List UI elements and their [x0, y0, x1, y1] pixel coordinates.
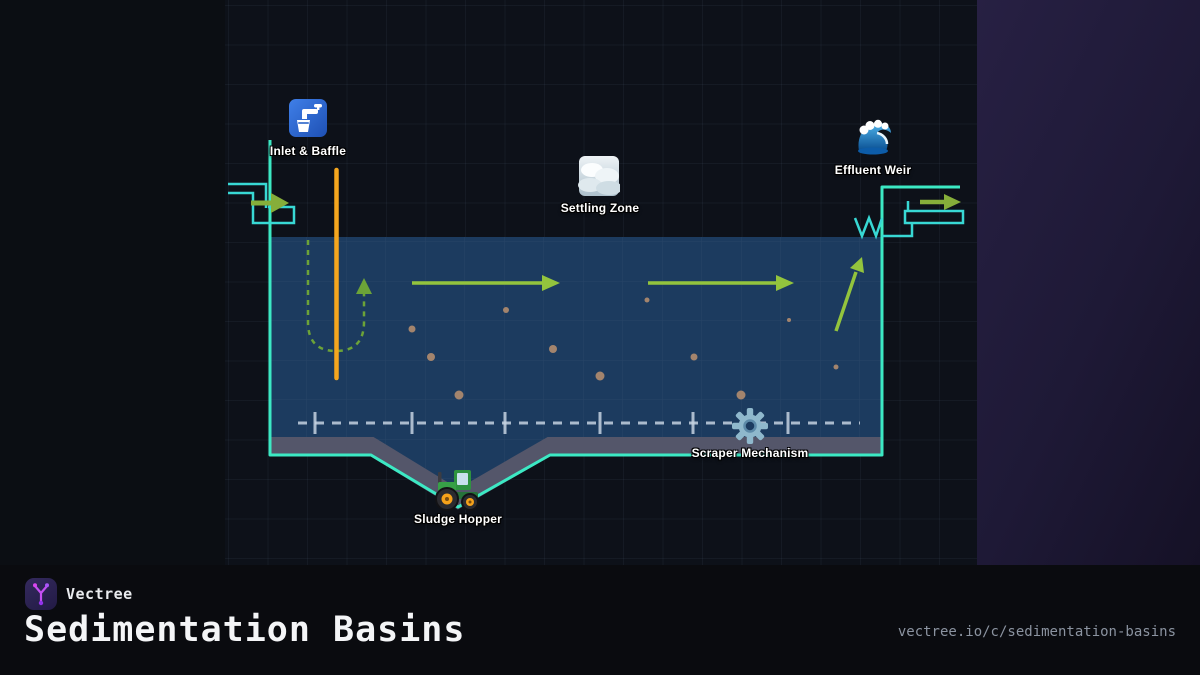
- gear-icon: [732, 408, 768, 444]
- tank-outline: [268, 140, 960, 509]
- vectree-logo-icon: [25, 578, 57, 610]
- faucet-icon: [289, 99, 327, 137]
- footer: Vectree: [0, 565, 1200, 675]
- right-gradient-panel: [977, 0, 1200, 565]
- water-body: [271, 237, 882, 507]
- node-label-inlet-baffle: Inlet & Baffle: [269, 144, 347, 158]
- flow-arrows: [412, 257, 864, 332]
- sedimentation-basin-diagram: [228, 140, 965, 510]
- page-url[interactable]: vectree.io/c/sedimentation-basins: [897, 624, 1176, 640]
- node-label-effluent-weir: Effluent Weir: [834, 163, 912, 177]
- effluent-arrow: [920, 194, 961, 210]
- recirculation-arrow: [306, 240, 372, 353]
- diagram-canvas: [225, 0, 977, 565]
- wave-icon: [858, 119, 891, 155]
- inlet-arrow: [251, 193, 289, 213]
- fog-icon: [578, 156, 620, 196]
- brand-name: Vectree: [66, 585, 133, 603]
- node-label-sludge-hopper: Sludge Hopper: [414, 512, 502, 526]
- tractor-icon: [435, 470, 479, 511]
- node-label-scraper-mechanism: Scraper Mechanism: [691, 446, 809, 460]
- scraper-chain: [298, 412, 860, 434]
- inlet-pipe: [228, 182, 296, 225]
- effluent-channel: [853, 201, 965, 240]
- node-label-settling-zone: Settling Zone: [560, 201, 640, 215]
- settling-particles: [408, 297, 839, 400]
- page-title: Sedimentation Basins: [24, 610, 466, 650]
